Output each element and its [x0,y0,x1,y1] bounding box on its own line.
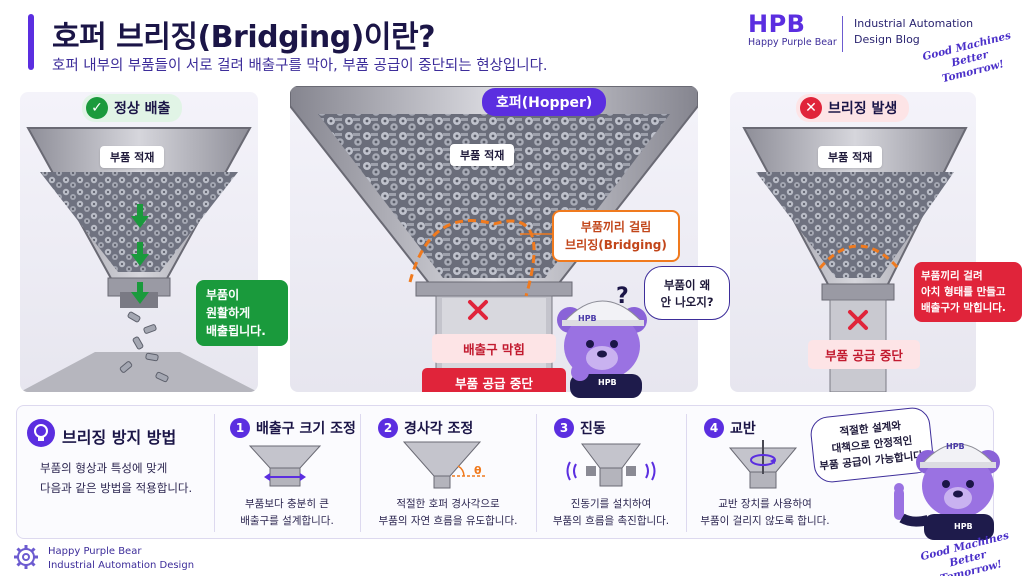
header-slogan: Good Machines Better Tomorrow! [921,29,1013,86]
hpb-bear-pointing [894,443,1000,540]
method-4-desc: 교반 장치를 사용하여 부품이 걸리지 않도록 합니다. [700,498,830,527]
divider [536,414,537,532]
angle-theta-label: θ [474,464,482,477]
bridging-callout-red: 부품끼리 걸려 아치 형태를 만들고 배출구가 막힙니다. [914,262,1022,322]
prevention-desc: 부품의 형상과 특성에 맞게 다음과 같은 방법을 적용합니다. [40,461,193,495]
page-subtitle: 호퍼 내부의 부품들이 서로 걸려 배출구를 막아, 부품 공급이 중단되는 현… [52,58,548,74]
page-title: 호퍼 브리징(Bridging)이란? [52,20,435,55]
bridging-supply-stopped: 부품 공급 중단 [808,340,920,369]
normal-load-label: 부품 적재 [100,146,165,168]
title-accent-bar [28,14,34,70]
agitator-icon [728,440,798,489]
bear2-shirt-label: HPB [954,522,973,531]
normal-callout: 부품이 원활하게 배출됩니다. [196,280,288,346]
divider [214,414,215,532]
hopper-title-chip: 호퍼(Hopper) [482,88,607,116]
method-4-title: 4 교반 [704,418,756,438]
hpb-logo: HPB [748,10,806,38]
logo-divider [842,16,843,52]
blog-name-line2: Design Blog [854,33,920,46]
blog-name-line1: Industrial Automation [854,17,974,30]
divider [686,414,687,532]
logo-subtitle: Happy Purple Bear [748,37,837,48]
vibrator-icon [566,443,656,487]
divider [360,414,361,532]
outlet-size-icon [248,445,322,487]
prevention-title: 브리징 방지 방법 [62,428,177,447]
hopper-angle-icon [402,441,486,489]
panel-normal-discharge: ✓ 정상 배출 부품 적재 [20,92,258,392]
bear-cap-label: HPB [578,314,597,323]
outlet-blocked-label: 배출구 막힘 [432,334,556,363]
normal-hopper-illustration [20,127,258,392]
hpb-bear-thinking [557,300,647,398]
bear-shirt-label: HPB [598,378,617,387]
method-2-title: 2 경사각 조정 [378,418,473,438]
method-2-desc: 적절한 호퍼 경사각으로 부품의 자연 흐름을 유도합니다. [378,498,518,527]
method-1-desc: 부품보다 충분히 큰 배출구를 설계합니다. [240,498,334,527]
footer-brand: Happy Purple Bear Industrial Automation … [48,546,195,571]
check-icon: ✓ [86,97,108,119]
bridging-title-chip: ✕ 브리징 발생 [796,94,910,122]
bridging-callout: 부품끼리 걸림 브리징(Bridging) [552,210,680,262]
normal-title-chip: ✓ 정상 배출 [82,94,183,122]
bridging-load-label: 부품 적재 [818,146,883,168]
gear-icon [14,545,38,569]
bear-question-bubble: 부품이 왜 안 나오지? [644,266,730,320]
center-load-label: 부품 적재 [450,144,515,166]
bear2-cap-label: HPB [946,442,965,451]
method-1-title: 1 배출구 크기 조정 [230,418,356,438]
question-mark-icon: ? [616,284,629,309]
bridging-hopper-illustration [742,127,968,392]
supply-stopped-label: 부품 공급 중단 [422,368,566,392]
error-x-icon: ✕ [800,97,822,119]
panel-bridging-occurs: ✕ 브리징 발생 부품 적재 부품 공급 중단 [730,92,976,392]
lightbulb-icon [27,419,55,447]
method-3-title: 3 진동 [554,418,606,438]
method-3-desc: 진동기를 설치하여 부품의 흐름을 촉진합니다. [552,498,670,527]
